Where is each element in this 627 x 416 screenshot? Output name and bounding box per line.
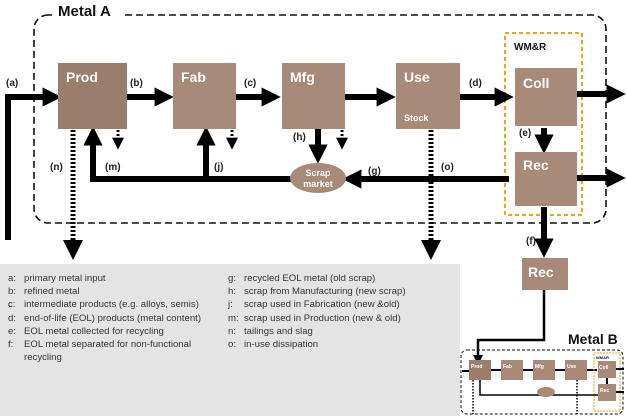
- metal-b-mini-cycle: Prod Fab Mfg Use WM&R Coll Rec: [462, 352, 624, 414]
- legend-item-g: g:recycled EOL metal (old scrap): [228, 273, 376, 284]
- legend-item-f: f:EOL metal separated for non-functional…: [8, 339, 192, 364]
- legend-item-m: m:scrap used in Production (new & old): [228, 312, 401, 324]
- legend-item-o: o:in-use dissipation: [228, 339, 319, 351]
- flow-a-label: (a): [6, 78, 18, 89]
- mini-mfg-box: [533, 360, 555, 380]
- flow-f-label: (f): [526, 236, 536, 247]
- mini-rec-box: [598, 384, 616, 401]
- legend-item-b: b:refined metal: [8, 286, 80, 298]
- mini-rec-label: Rec: [600, 388, 609, 394]
- legend-item-h: h:scrap from Manufacturing (new scrap): [228, 286, 406, 298]
- mini-wmr-label: WM&R: [596, 355, 609, 360]
- scrap-market-label-1: Scrap: [305, 168, 331, 178]
- flow-c-label: (c): [244, 78, 256, 89]
- flow-m-label: (m): [105, 162, 121, 173]
- flow-e-label: (e): [519, 128, 531, 139]
- rec-box-metal-b-label: Rec: [528, 264, 554, 280]
- fab-box-label: Fab: [181, 69, 206, 85]
- legend-item-n: n:tailings and slag: [228, 325, 313, 337]
- mfg-box: [282, 63, 345, 129]
- scrap-market-label-2: market: [303, 179, 333, 189]
- flow-g-label: (g): [368, 166, 381, 177]
- rec-box: [515, 152, 577, 206]
- rec-box-label: Rec: [523, 157, 549, 173]
- metal-a-boundary: [33, 14, 607, 224]
- flow-n-label: (n): [50, 162, 63, 173]
- mini-use-box: [565, 360, 587, 380]
- use-stock-label: Stock: [404, 113, 430, 123]
- mini-prod-label: Prod: [471, 364, 482, 370]
- flow-metal-b-input-arrow: [473, 290, 546, 365]
- legend-right-column: g:recycled EOL metal (old scrap) h:scrap…: [228, 272, 456, 351]
- mini-coll-label: Coll: [599, 365, 609, 371]
- flow-h-label: (h): [293, 132, 306, 143]
- metal-b-boundary: [460, 349, 624, 415]
- prod-box: [58, 63, 127, 129]
- mini-mfg-label: Mfg: [535, 364, 544, 370]
- flow-b-label: (b): [130, 78, 143, 89]
- flow-d-label: (d): [469, 78, 482, 89]
- wmr-label: WM&R: [514, 42, 547, 53]
- metal-a-title: Metal A: [58, 3, 111, 20]
- metal-b-title: Metal B: [568, 331, 618, 347]
- mini-scrap-market: [537, 387, 555, 397]
- legend-panel: a:primary metal input b:refined metal c:…: [0, 264, 460, 416]
- legend-left-column: a:primary metal input b:refined metal c:…: [8, 272, 220, 364]
- mini-prod-box: [469, 360, 491, 380]
- mini-coll-box: [598, 361, 616, 378]
- prod-box-label: Prod: [66, 69, 98, 85]
- flow-o-label: (o): [441, 162, 454, 173]
- rec-box-metal-b: [522, 258, 568, 290]
- legend-item-c: c:intermediate products (e.g. alloys, se…: [8, 299, 199, 311]
- coll-box: [515, 68, 577, 126]
- legend-item-d: d:end-of-life (EOL) products (metal cont…: [8, 312, 202, 324]
- coll-box-label: Coll: [523, 75, 549, 91]
- flow-j-label: (j): [214, 162, 223, 173]
- flow-m-arrow: [83, 126, 206, 182]
- mini-wmr-boundary: [593, 352, 621, 412]
- mini-use-label: Use: [567, 364, 576, 370]
- use-box-label: Use: [404, 69, 430, 85]
- legend-item-j: j:scrap used in Fabrication (new &old): [228, 299, 400, 311]
- scrap-market: [290, 163, 346, 193]
- use-box: [396, 63, 460, 129]
- flow-a-arrow: [5, 87, 62, 240]
- mini-fab-box: [501, 360, 523, 380]
- mfg-box-label: Mfg: [290, 69, 315, 85]
- legend-item-a: a:primary metal input: [8, 273, 106, 284]
- legend-item-e: e:EOL metal collected for recycling: [8, 325, 164, 337]
- fab-box: [173, 63, 236, 129]
- mini-fab-label: Fab: [503, 364, 512, 370]
